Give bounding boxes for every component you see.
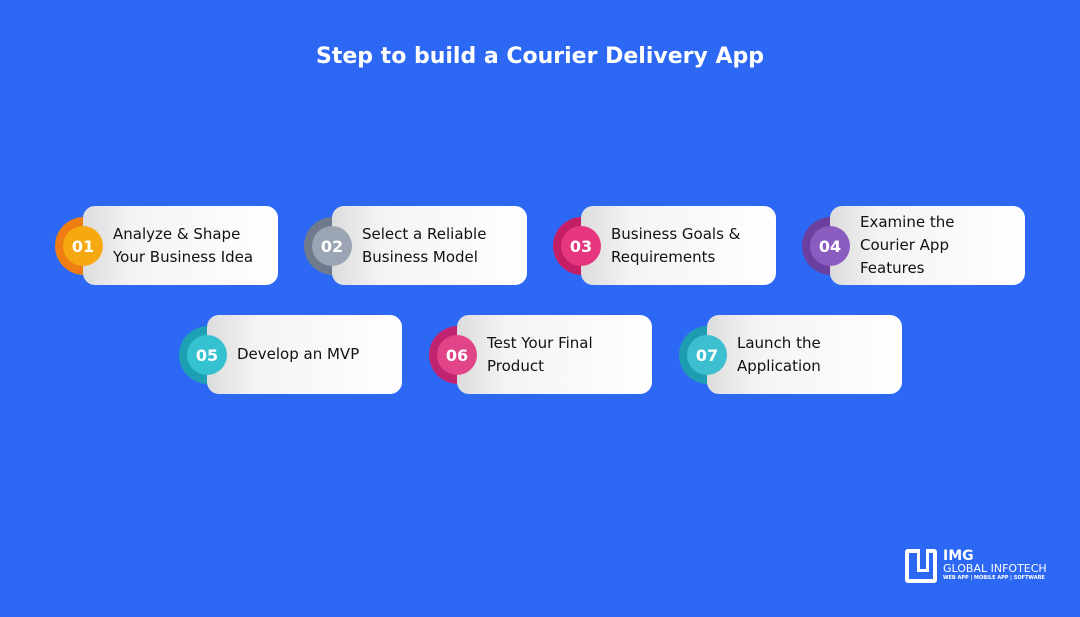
step-label: Launch the Application	[737, 333, 821, 375]
logo-tagline: WEB APP | MOBILE APP | SOFTWARE	[943, 575, 1045, 581]
page-title: Step to build a Courier Delivery App	[315, 44, 765, 69]
logo-name: GLOBAL INFOTECH	[943, 562, 1047, 575]
step-card: Analyze & Shape Your Business Idea	[83, 206, 278, 285]
step-04: 04 Examine the Courier App Features	[802, 206, 1025, 286]
step-label: Examine the Courier App Features	[860, 213, 955, 277]
step-label: Select a Reliable Business Model	[362, 224, 487, 266]
step-card: Test Your Final Product	[457, 315, 652, 394]
step-01: 01 Analyze & Shape Your Business Idea	[55, 206, 278, 286]
step-card: Select a Reliable Business Model	[332, 206, 527, 285]
step-label: Analyze & Shape Your Business Idea	[113, 224, 254, 266]
step-number: 06	[437, 335, 477, 375]
step-card: Develop an MVP	[207, 315, 402, 394]
step-card: Business Goals & Requirements	[581, 206, 776, 285]
step-number: 02	[312, 226, 352, 266]
step-number: 07	[687, 335, 727, 375]
step-05: 05 Develop an MVP	[179, 315, 402, 395]
step-06: 06 Test Your Final Product	[429, 315, 652, 395]
step-label: Business Goals & Requirements	[611, 224, 741, 266]
step-label: Test Your Final Product	[487, 333, 593, 375]
step-03: 03 Business Goals & Requirements	[553, 206, 776, 286]
logo-icon	[905, 549, 937, 583]
step-card: Launch the Application	[707, 315, 902, 394]
step-number: 01	[63, 226, 103, 266]
step-number: 04	[810, 226, 850, 266]
step-label: Develop an MVP	[237, 345, 360, 363]
company-logo: IMG GLOBAL INFOTECH WEB APP | MOBILE APP…	[905, 549, 1047, 583]
step-number: 05	[187, 335, 227, 375]
step-number: 03	[561, 226, 601, 266]
logo-brand: IMG	[943, 548, 974, 564]
step-02: 02 Select a Reliable Business Model	[304, 206, 527, 286]
step-07: 07 Launch the Application	[679, 315, 902, 395]
step-card: Examine the Courier App Features	[830, 206, 1025, 285]
